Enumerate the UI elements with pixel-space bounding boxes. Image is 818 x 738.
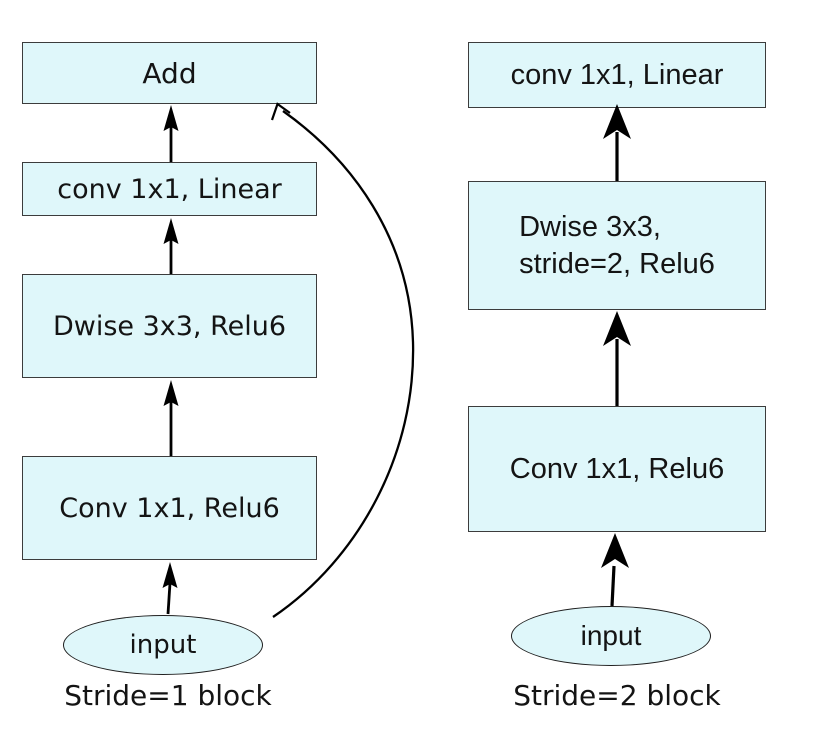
node-label: Add (142, 56, 197, 90)
node-label: Dwise 3x3, Relu6 (52, 310, 287, 342)
node-conv1x1-relu6-s1: Conv 1x1, Relu6 (22, 456, 317, 560)
stride1-block-caption: Stride=1 block (64, 679, 272, 712)
node-conv1x1-linear-s2: conv 1x1, Linear (468, 42, 766, 108)
node-conv1x1-linear-s1: conv 1x1, Linear (22, 162, 317, 216)
node-label: input (580, 620, 642, 651)
node-label: conv 1x1, Linear (57, 173, 282, 205)
node-label: Conv 1x1, Relu6 (59, 492, 280, 524)
node-label: Conv 1x1, Relu6 (509, 452, 725, 485)
node-dwise3x3-s2: Dwise 3x3, stride=2, Relu6 (468, 181, 766, 310)
node-conv1x1-relu6-s2: Conv 1x1, Relu6 (468, 406, 766, 532)
arrow-head-icon (270, 102, 291, 121)
node-input-s2: input (511, 606, 711, 666)
node-label: conv 1x1, Linear (510, 58, 724, 91)
node-input-s1: input (63, 615, 263, 675)
node-dwise3x3-s1: Dwise 3x3, Relu6 (22, 274, 317, 378)
stride2-block-caption: Stride=2 block (513, 679, 721, 712)
node-label: Dwise 3x3, stride=2, Relu6 (519, 210, 715, 280)
node-label: input (129, 630, 197, 660)
node-add: Add (22, 42, 317, 104)
